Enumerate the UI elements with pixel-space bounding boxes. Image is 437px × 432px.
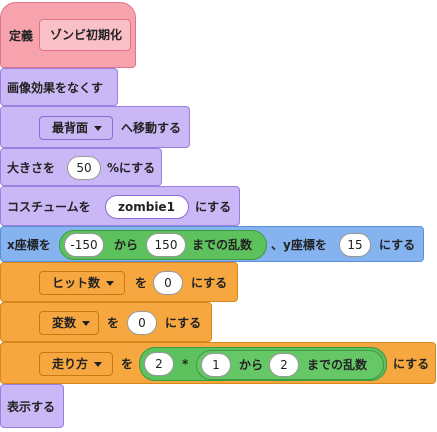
set-variable-wo: を	[107, 316, 120, 330]
random-from-input[interactable]: -150	[64, 233, 104, 257]
random-from-input[interactable]: 1	[201, 353, 231, 377]
set-hits-suffix: にする	[191, 276, 228, 290]
random-from-label: から	[114, 238, 139, 252]
layer-dropdown[interactable]: 最背面	[39, 116, 113, 140]
show-label: 表示する	[7, 400, 56, 414]
set-walk-suffix: にする	[393, 357, 430, 371]
random-operator[interactable]: 1 から 2 までの乱数	[196, 350, 384, 380]
go-to-layer-suffix: へ移動する	[121, 121, 182, 135]
variable-dropdown-hits[interactable]: ヒット数	[39, 271, 125, 295]
variable-value-input[interactable]: 0	[127, 311, 157, 335]
clear-effects-label: 画像効果をなくす	[7, 81, 104, 95]
random-to-input[interactable]: 150	[146, 233, 186, 257]
set-walk-block[interactable]: 走り方 を 2 * 1 から 2 までの乱数 にする	[0, 342, 436, 384]
switch-costume-suffix: にする	[195, 200, 232, 214]
costume-dropdown-value: zombie1	[118, 200, 175, 214]
set-size-block[interactable]: 大きさを 50 %にする	[0, 148, 162, 186]
multiply-operator[interactable]: 2 * 1 から 2 までの乱数	[139, 347, 387, 381]
random-to-input[interactable]: 2	[269, 353, 299, 377]
define-hat-block[interactable]: 定義 ゾンビ初期化	[0, 2, 136, 68]
go-to-xy-prefix: x座標を	[7, 238, 51, 252]
multiply-symbol: *	[182, 357, 189, 371]
chevron-down-icon	[94, 362, 103, 367]
switch-costume-block[interactable]: コスチュームを zombie1 にする	[0, 186, 240, 232]
set-size-prefix: 大きさを	[7, 161, 56, 175]
set-variable-block[interactable]: 変数 を 0 にする	[0, 302, 212, 342]
go-to-layer-block[interactable]: 最背面 へ移動する	[0, 106, 190, 148]
set-hits-wo: を	[135, 276, 148, 290]
random-from-label: から	[239, 358, 264, 372]
switch-costume-prefix: コスチュームを	[7, 200, 91, 214]
variable-dropdown[interactable]: 変数	[39, 311, 99, 335]
go-to-xy-mid: 、y座標を	[271, 238, 327, 252]
chevron-down-icon	[82, 321, 91, 326]
multiply-left-input[interactable]: 2	[144, 352, 174, 376]
size-input[interactable]: 50	[67, 156, 101, 180]
go-to-xy-suffix: にする	[379, 238, 416, 252]
y-input[interactable]: 15	[339, 233, 371, 257]
set-walk-wo: を	[121, 357, 134, 371]
layer-dropdown-value: 最背面	[52, 121, 89, 135]
variable-dropdown-value: ヒット数	[52, 276, 101, 290]
hits-value-input[interactable]: 0	[153, 271, 183, 295]
go-to-xy-block[interactable]: x座標を -150 から 150 までの乱数 、y座標を 15 にする	[0, 226, 424, 262]
variable-dropdown-value: 走り方	[52, 357, 89, 371]
set-hits-block[interactable]: ヒット数 を 0 にする	[0, 262, 238, 302]
set-variable-suffix: にする	[165, 316, 202, 330]
clear-effects-block[interactable]: 画像効果をなくす	[0, 68, 118, 106]
variable-dropdown-value: 変数	[52, 316, 77, 330]
costume-dropdown[interactable]: zombie1	[105, 195, 189, 232]
custom-block-prototype[interactable]: ゾンビ初期化	[39, 19, 131, 51]
random-operator[interactable]: -150 から 150 までの乱数	[59, 230, 267, 260]
show-block[interactable]: 表示する	[0, 384, 64, 428]
chevron-down-icon	[106, 281, 115, 286]
random-until-label: までの乱数	[307, 358, 368, 372]
set-size-suffix: %にする	[107, 161, 156, 175]
variable-dropdown-walk[interactable]: 走り方	[39, 352, 113, 376]
chevron-down-icon	[94, 126, 103, 131]
random-until-label: までの乱数	[192, 238, 253, 252]
define-label: 定義	[9, 29, 34, 43]
